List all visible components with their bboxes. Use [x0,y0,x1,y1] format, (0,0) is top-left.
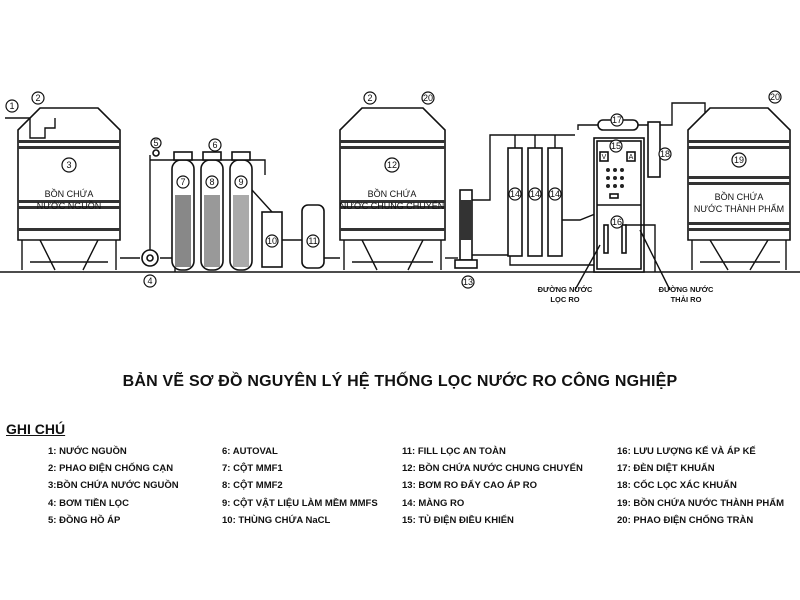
legend-item: 12: BỒN CHỨA NƯỚC CHUNG CHUYỂN [402,463,583,475]
page-title: BẢN VẼ SƠ ĐỒ NGUYÊN LÝ HỆ THỐNG LỌC NƯỚC… [122,373,678,390]
svg-text:ĐƯỜNG NƯỚC: ĐƯỜNG NƯỚC [538,285,593,294]
marker-9: 9 [234,175,248,189]
ro-high-pressure-pump [454,189,478,269]
marker-7: 7 [176,175,190,189]
svg-text:15: 15 [611,141,621,151]
svg-text:17: 17 [612,115,622,125]
legend-item: 4: BƠM TIỀN LỌC [48,497,129,509]
svg-text:NƯỚC CHUNG CHUYỂN: NƯỚC CHUNG CHUYỂN [340,200,444,211]
marker-2: 2 [31,91,45,105]
svg-text:NƯỚC NGUỒN: NƯỚC NGUỒN [37,200,101,211]
svg-text:9: 9 [238,177,243,187]
svg-text:19: 19 [734,155,744,165]
legend-item: 10: THÙNG CHỨA NaCL [222,514,331,526]
svg-text:ĐƯỜNG NƯỚC: ĐƯỜNG NƯỚC [659,285,714,294]
svg-text:14: 14 [530,189,540,199]
pre-filter-pump [141,249,159,267]
marker-6: 6 [208,138,222,152]
svg-text:4: 4 [147,276,152,286]
svg-text:13: 13 [463,277,473,287]
legend-item: 14: MÀNG RO [402,497,465,509]
control-cabinet: V A [593,137,645,273]
marker-20b: 20 [768,90,782,104]
marker-13: 13 [461,275,475,289]
legend-item: 11: FILL LỌC AN TOÀN [402,446,506,457]
legend-item: 5: ĐỒNG HỒ ÁP [48,514,121,526]
svg-text:BỒN CHỨA: BỒN CHỨA [45,188,94,199]
legend-column-2: 6: AUTOVAL 7: CỘT MMF1 8: CỘT MMF2 9: CỘ… [222,446,378,532]
legend-item: 8: CỘT MMF2 [222,480,283,492]
ro-membranes [507,135,563,257]
legend-column-4: 16: LƯU LƯỢNG KẾ VÀ ÁP KẾ 17: ĐÈN DIỆT K… [617,446,784,532]
legend-item: 15: TỦ ĐIỆN ĐIỀU KHIỂN [402,514,514,526]
legend-item: 6: AUTOVAL [222,446,278,457]
marker-19: 19 [731,152,747,168]
marker-15: 15 [609,139,623,153]
legend-item: 7: CỘT MMF1 [222,463,283,475]
legend-item: 19: BỒN CHỨA NƯỚC THÀNH PHẨM [617,497,785,509]
diagram-markers: 1 2 3 4 5 6 7 8 9 10 11 12 13 14 14 14 1… [5,90,782,289]
svg-text:2: 2 [367,93,372,103]
svg-text:16: 16 [612,217,622,227]
marker-20a: 20 [421,91,435,105]
marker-12: 12 [384,157,400,173]
svg-text:2: 2 [35,93,40,103]
marker-17: 17 [610,113,624,127]
svg-text:18: 18 [660,149,670,159]
svg-text:THẢI RO: THẢI RO [671,295,702,304]
marker-3: 3 [61,157,77,173]
marker-4: 4 [143,274,157,288]
source-tank: BỒN CHỨA NƯỚC NGUỒN [5,107,121,271]
svg-text:20: 20 [423,93,433,103]
marker-10: 10 [265,234,279,248]
product-tank: BỒN CHỨA NƯỚC THÀNH PHẨM [687,107,791,271]
legend-item: 18: CỐC LỌC XÁC KHUẨN [617,480,737,492]
legend-item: 20: PHAO ĐIỆN CHỐNG TRÀN [617,514,754,526]
legend-item: 16: LƯU LƯỢNG KẾ VÀ ÁP KẾ [617,446,756,457]
transfer-tank: BỒN CHỨA NƯỚC CHUNG CHUYỂN [339,107,446,271]
pressure-gauge [152,149,160,157]
legend-item: 17: ĐÈN DIỆT KHUẨN [617,463,715,475]
marker-5: 5 [150,137,162,149]
legend-column-1: 1: NƯỚC NGUỒN 2: PHAO ĐIỆN CHỐNG CẠN 3:B… [48,446,179,532]
svg-text:12: 12 [387,160,397,170]
legend-heading: GHI CHÚ [6,421,66,437]
legend-item: 9: CỘT VẬT LIỆU LÀM MỀM MMFS [222,497,378,509]
legend-column-3: 11: FILL LỌC AN TOÀN 12: BỒN CHỨA NƯỚC C… [402,446,583,532]
svg-text:6: 6 [212,140,217,150]
svg-text:20: 20 [770,92,780,102]
bacteria-filter-cup [647,121,661,178]
svg-text:NƯỚC THÀNH PHẨM: NƯỚC THÀNH PHẨM [694,203,784,214]
svg-text:V: V [602,154,607,161]
svg-text:8: 8 [209,177,214,187]
marker-2b: 2 [363,91,377,105]
svg-text:BỒN CHỨA: BỒN CHỨA [715,191,764,202]
svg-text:14: 14 [550,189,560,199]
svg-text:A: A [629,154,634,161]
marker-18: 18 [658,147,672,161]
filter-columns [171,151,253,271]
svg-text:11: 11 [308,236,317,246]
marker-16: 16 [610,215,624,229]
marker-14b: 14 [528,187,542,201]
marker-8: 8 [205,175,219,189]
legend-item: 13: BƠM RO ĐẨY CAO ÁP RO [402,480,537,492]
svg-text:1: 1 [9,101,14,111]
marker-14c: 14 [548,187,562,201]
legend-item: 2: PHAO ĐIỆN CHỐNG CẠN [48,463,174,475]
legend-item: 3:BỒN CHỨA NƯỚC NGUỒN [48,480,179,492]
ro-system-diagram: BỒN CHỨA NƯỚC NGUỒN BỒN CHỨA NƯỚC CHUNG … [0,90,800,304]
svg-text:14: 14 [510,189,520,199]
svg-text:5: 5 [153,138,158,148]
svg-text:7: 7 [180,177,185,187]
marker-14a: 14 [508,187,522,201]
marker-11: 11 [306,234,320,248]
svg-text:3: 3 [66,160,71,170]
legend-item: 1: NƯỚC NGUỒN [48,446,127,457]
svg-text:LỌC RO: LỌC RO [550,295,579,304]
svg-text:10: 10 [267,236,277,246]
svg-text:BỒN CHỨA: BỒN CHỨA [368,188,417,199]
marker-1: 1 [5,99,19,113]
